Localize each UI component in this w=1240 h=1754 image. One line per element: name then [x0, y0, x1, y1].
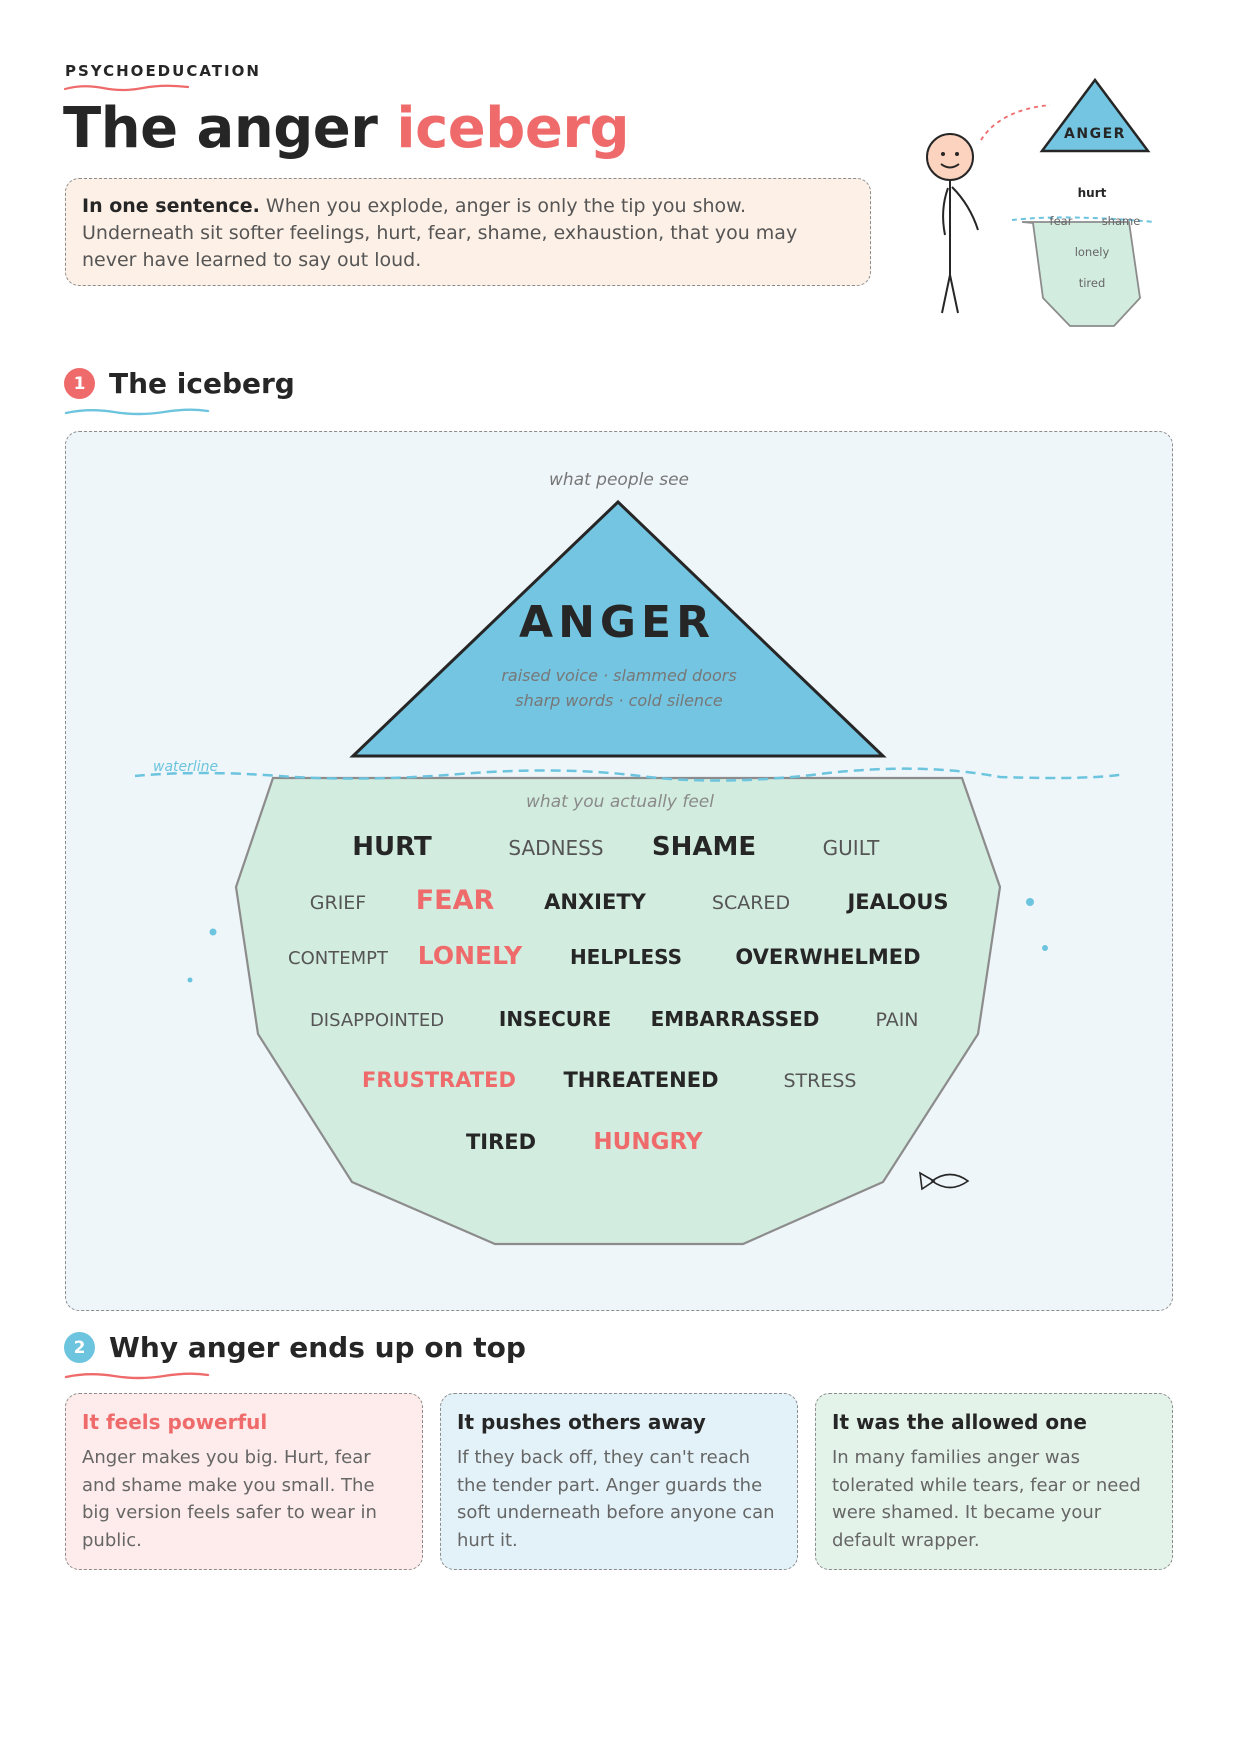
bubble [187, 977, 193, 983]
section-2-title: Why anger ends up on top [109, 1331, 526, 1364]
emotion-guilt: GUILT [823, 836, 880, 860]
emotion-jealous: JEALOUS [845, 890, 948, 914]
mini-fear: fear [1050, 214, 1073, 228]
tip-word: ANGER [519, 597, 715, 648]
card-title: It was the allowed one [832, 1410, 1087, 1434]
reason-card-pushes-away: It pushes others away If they back off, … [440, 1393, 798, 1570]
card-body: In many families anger was tolerated whi… [832, 1447, 1141, 1551]
section-2-heading: 2 Why anger ends up on top [64, 1331, 526, 1364]
mini-tip-label: ANGER [1064, 126, 1126, 142]
emotion-lonely: LONELY [418, 941, 523, 970]
tip-line-1: raised voice · slammed doors [501, 666, 736, 685]
kicker: PSYCHOEDUCATION [65, 62, 261, 80]
summary-lead: In one sentence. [82, 195, 260, 217]
emotion-shame: SHAME [652, 832, 756, 862]
emotion-insecure: INSECURE [499, 1007, 611, 1031]
stick-figure [926, 133, 979, 314]
bubble [209, 928, 217, 936]
reason-card-allowed-one: It was the allowed one In many families … [815, 1393, 1173, 1570]
waterline-line [134, 767, 1126, 782]
under-caption: what you actually feel [526, 792, 714, 812]
emotion-anxiety: ANXIETY [544, 890, 647, 914]
iceberg-body [234, 776, 1002, 1246]
emotion-pain: PAIN [875, 1009, 918, 1031]
emotion-embarrassed: EMBARRASSED [651, 1007, 820, 1031]
summary-text: When you explode, anger is only the tip … [82, 195, 798, 271]
section-1-heading: 1 The iceberg [64, 367, 295, 400]
emotion-hurt: HURT [352, 832, 432, 862]
emotion-frustrated: FRUSTRATED [362, 1068, 516, 1092]
page-title-accent: iceberg [396, 96, 630, 161]
emotion-sadness: SADNESS [508, 836, 603, 860]
emotion-hungry: HUNGRY [593, 1129, 703, 1155]
emotion-grief: GRIEF [310, 892, 366, 914]
emotion-stress: STRESS [784, 1070, 857, 1092]
iceberg-tip [349, 499, 887, 758]
card-title: It feels powerful [82, 1410, 268, 1434]
reason-card-powerful: It feels powerful Anger makes you big. H… [65, 1393, 423, 1570]
kicker-underline [63, 84, 190, 92]
bubble [1042, 945, 1048, 951]
tip-line-2: sharp words · cold silence [515, 691, 723, 710]
emotion-helpless: HELPLESS [570, 945, 682, 969]
card-body: If they back off, they can't reach the t… [457, 1447, 775, 1551]
emotion-fear: FEAR [416, 885, 495, 916]
mini-hurt: hurt [1078, 186, 1107, 200]
emotion-scared: SCARED [712, 892, 790, 914]
emotion-contempt: CONTEMPT [288, 948, 389, 969]
emotion-overwhelmed: OVERWHELMED [735, 945, 920, 969]
page-title: The anger iceberg [63, 96, 630, 161]
mini-lonely: lonely [1075, 245, 1110, 259]
card-body: Anger makes you big. Hurt, fear and sham… [82, 1447, 377, 1551]
mini-shame: shame [1102, 214, 1141, 228]
section-2-number: 2 [64, 1332, 95, 1363]
top-caption: what people see [549, 470, 689, 490]
mini-iceberg [1011, 77, 1156, 327]
section-2-underline [64, 1372, 210, 1380]
summary-box: In one sentence. When you explode, anger… [65, 178, 871, 286]
section-1-title: The iceberg [109, 367, 295, 400]
emotion-tired: TIRED [466, 1130, 536, 1154]
section-1-underline [64, 408, 210, 416]
mini-tired: tired [1079, 276, 1106, 290]
emotion-threatened: THREATENED [563, 1068, 718, 1092]
bubble [1026, 898, 1034, 906]
page-title-main: The anger [63, 96, 378, 161]
emotion-disappointed: DISAPPOINTED [310, 1010, 444, 1031]
waterline-label: waterline [153, 759, 218, 775]
fish-icon [919, 1171, 970, 1191]
section-1-number: 1 [64, 368, 95, 399]
card-title: It pushes others away [457, 1410, 706, 1434]
header-illustration: ANGER hurt fear shame lonely tired [926, 77, 1156, 327]
